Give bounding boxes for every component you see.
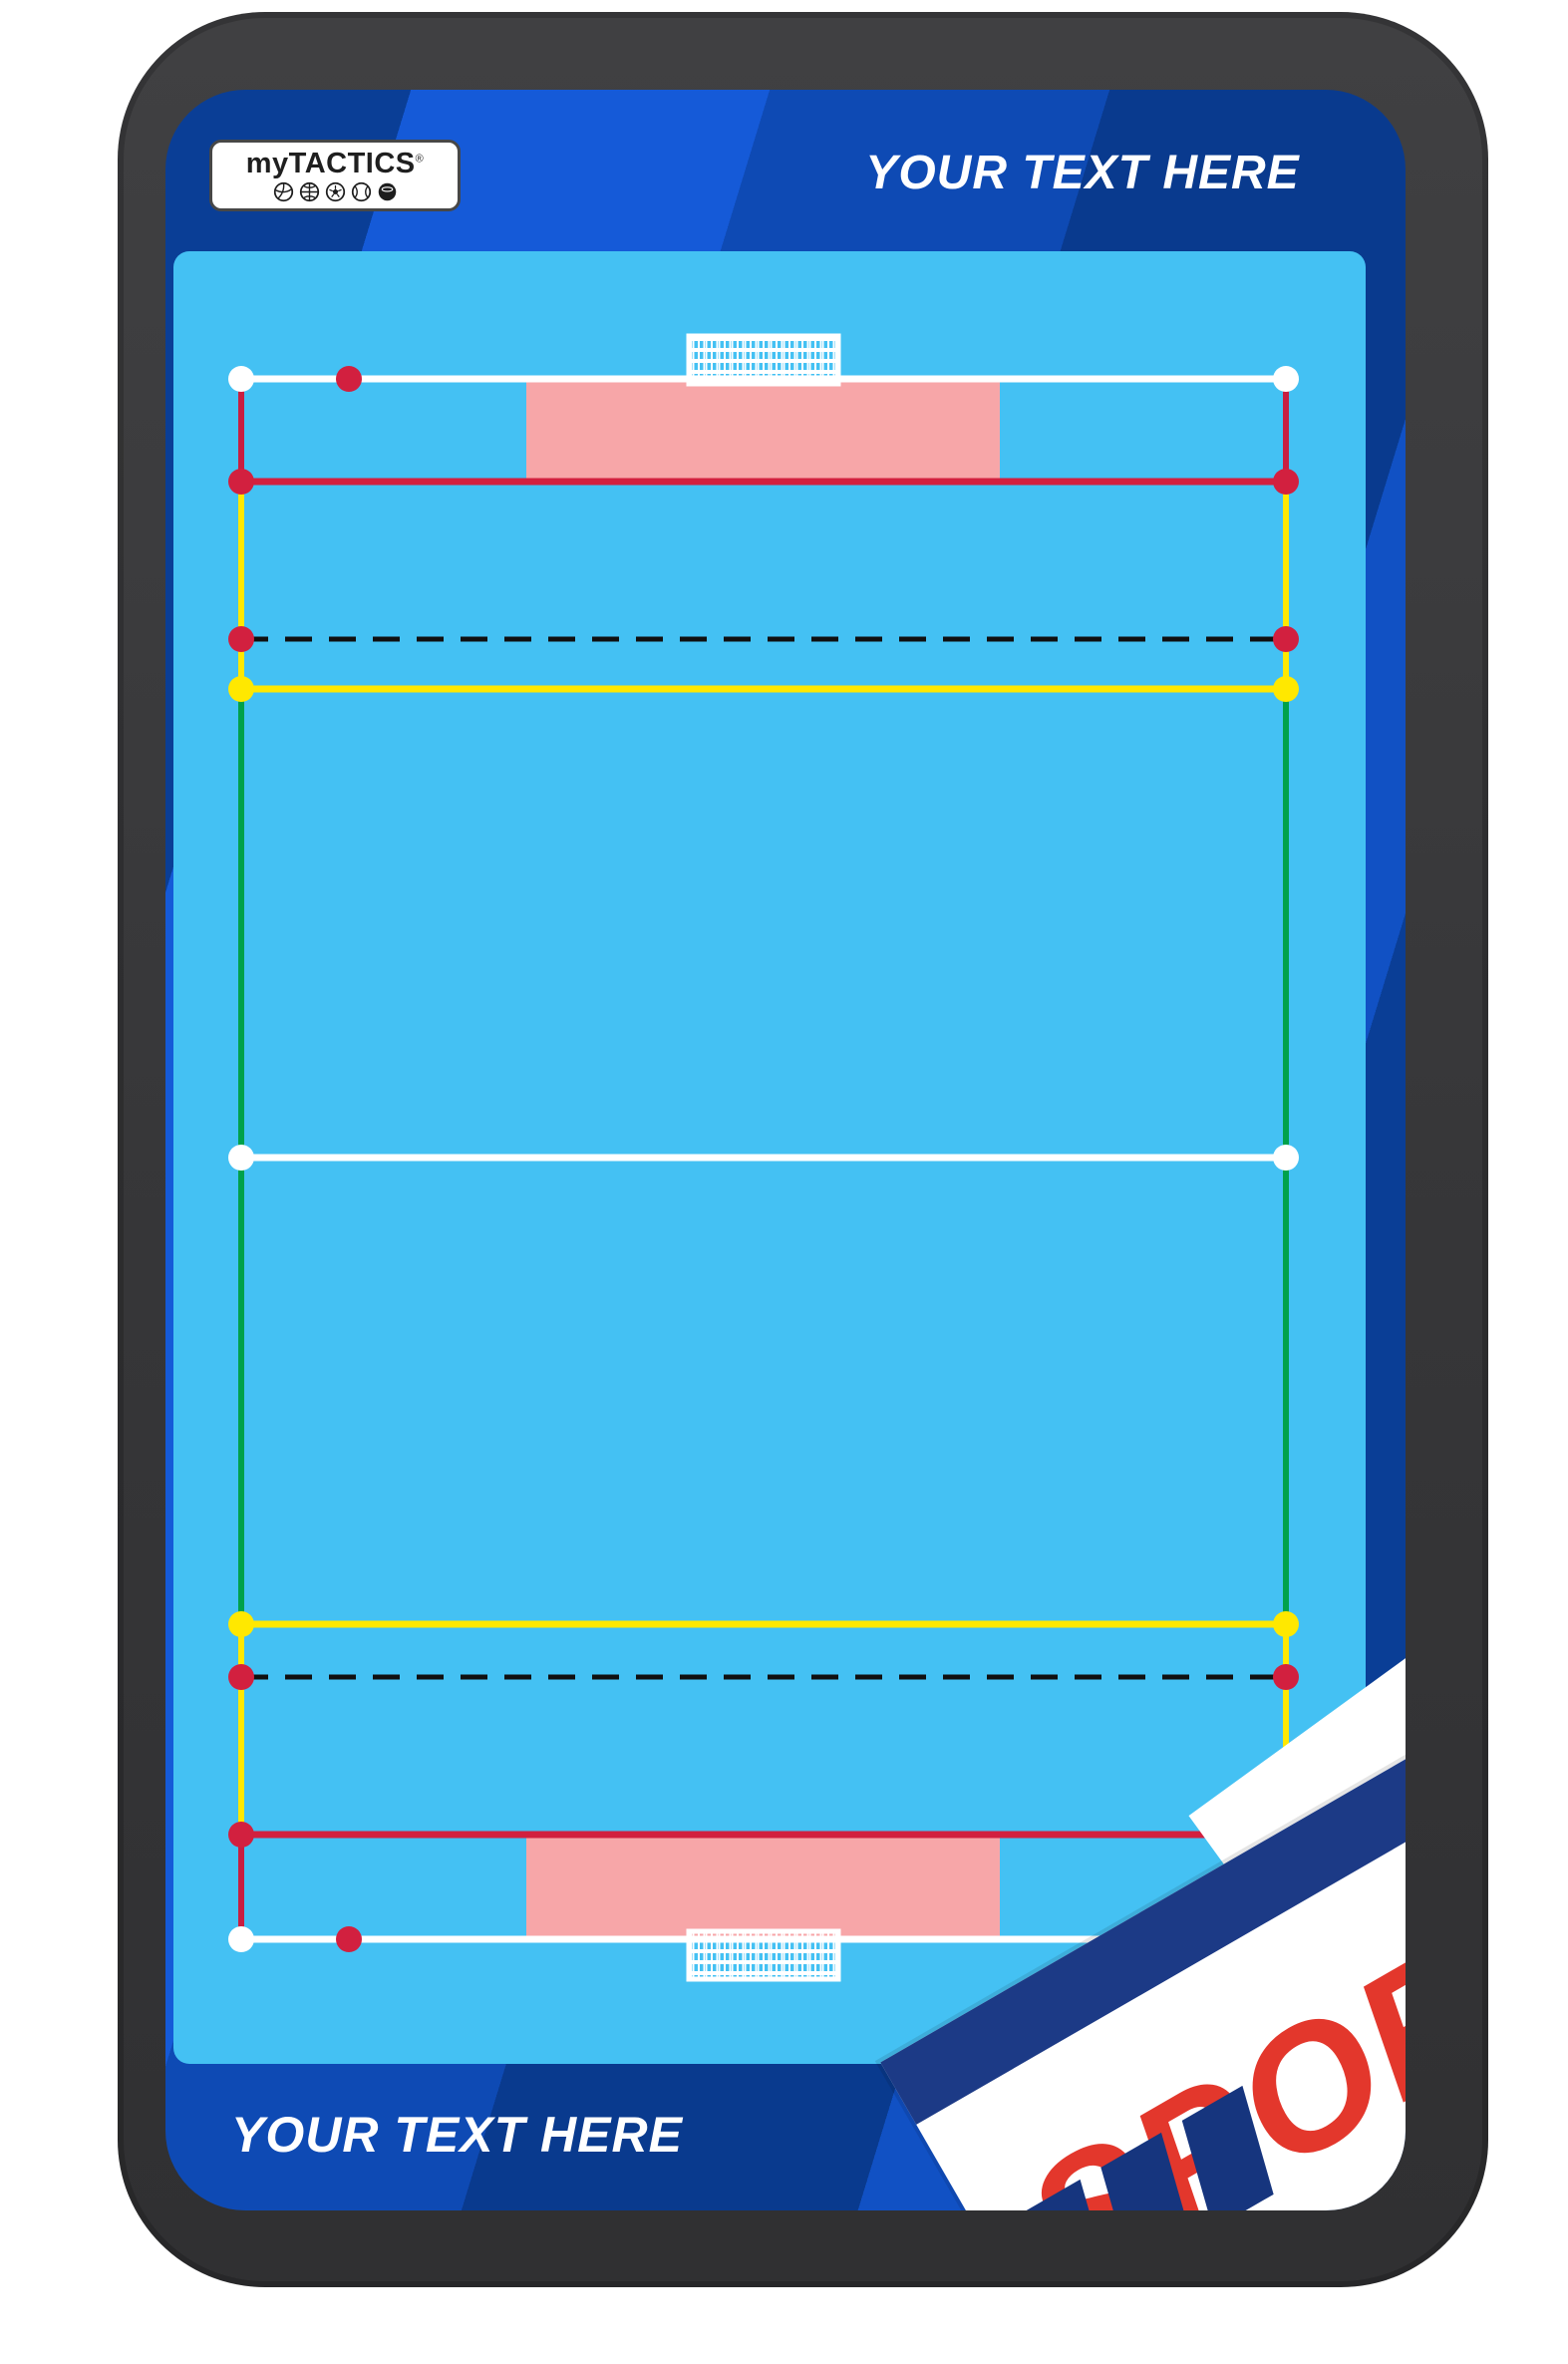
marker-dot bbox=[336, 366, 362, 392]
marker-dot bbox=[228, 676, 254, 702]
side-segment-yellow-top bbox=[238, 482, 1289, 689]
marker-dot bbox=[1273, 366, 1299, 392]
basketball-icon bbox=[299, 181, 319, 201]
top-custom-text: YOUR TEXT HERE bbox=[865, 147, 1300, 199]
marker-dot bbox=[1273, 676, 1299, 702]
pool-markings bbox=[228, 333, 1299, 1982]
marker-dot bbox=[228, 1926, 254, 1952]
water-polo-pool bbox=[173, 251, 1366, 2064]
brand-logo-text: myTACTICS® bbox=[245, 147, 425, 179]
marker-dot bbox=[228, 1664, 254, 1690]
marker-dot bbox=[336, 1926, 362, 1952]
goal-net-bottom bbox=[686, 1928, 841, 1982]
marker-dot bbox=[228, 626, 254, 652]
marker-dot bbox=[228, 1822, 254, 1848]
brand-name: TACTICS bbox=[288, 147, 416, 179]
hockey-puck-icon bbox=[378, 182, 396, 200]
bottom-custom-text: YOUR TEXT HERE bbox=[231, 2107, 683, 2163]
marker-dot bbox=[1273, 1664, 1299, 1690]
marker-dot bbox=[1273, 626, 1299, 652]
registered-mark: ® bbox=[415, 152, 425, 165]
goal-area-bottom bbox=[526, 1835, 1000, 1939]
volleyball-icon bbox=[273, 181, 293, 201]
marker-dot bbox=[1273, 469, 1299, 495]
goal-net-top bbox=[686, 333, 841, 387]
marker-dot bbox=[1273, 1145, 1299, 1171]
tactics-board-frame: myTACTICS® YOUR TEXT HERE bbox=[118, 12, 1488, 2287]
board-screen: myTACTICS® YOUR TEXT HERE bbox=[165, 90, 1406, 2210]
marker-dot bbox=[228, 469, 254, 495]
marker-dot bbox=[1273, 1611, 1299, 1637]
tennis-ball-icon bbox=[351, 181, 371, 201]
soccer-ball-icon bbox=[325, 181, 345, 201]
side-segment-yellow-bottom bbox=[238, 1624, 1289, 1835]
marker-dot bbox=[228, 1611, 254, 1637]
marker-dot bbox=[228, 366, 254, 392]
brand-ball-icons bbox=[273, 181, 398, 202]
goal-area-top bbox=[526, 379, 1000, 482]
brand-prefix: my bbox=[245, 147, 289, 179]
marker-dot bbox=[228, 1145, 254, 1171]
brand-logo: myTACTICS® bbox=[209, 140, 461, 211]
side-segment-red-top bbox=[238, 379, 1289, 482]
